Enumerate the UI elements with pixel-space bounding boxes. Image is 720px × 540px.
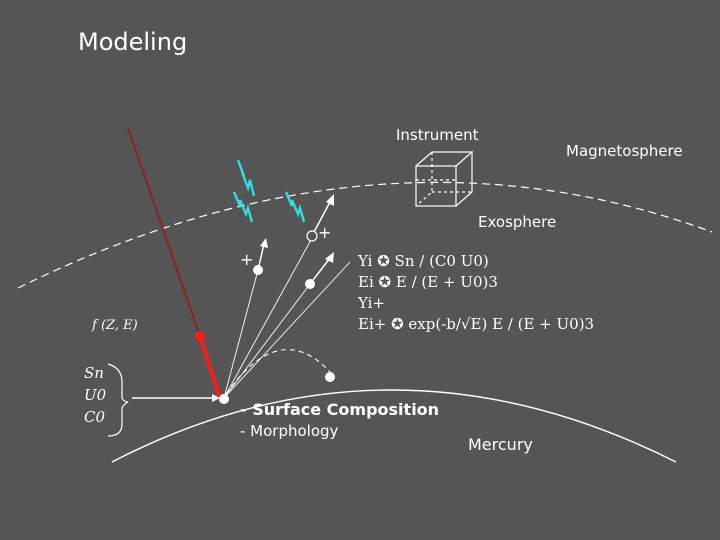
exosphere-label: Exosphere (478, 213, 557, 231)
surface-composition-label: - Surface Composition (240, 400, 440, 419)
instrument-label: Instrument (396, 126, 479, 144)
magnetosphere-label: Magnetosphere (566, 142, 683, 160)
mercury-label: Mercury (468, 435, 533, 454)
ion-arrow-head (260, 238, 268, 248)
ion-arrow (313, 201, 331, 233)
param-u0: U0 (84, 386, 107, 404)
magnetosphere-boundary (17, 181, 713, 289)
ballistic-arc (225, 349, 331, 395)
impactor-arrow (198, 335, 222, 399)
param-c0: C0 (84, 408, 106, 426)
ion-arrow (257, 243, 265, 271)
equation-ion-yield: Yi+ (358, 294, 386, 312)
ion-particle-icon (306, 230, 318, 242)
impact-atom (219, 394, 229, 404)
flux-label: f (Z, E) (92, 318, 138, 333)
impactor-dot (195, 331, 205, 341)
equation-energy: Ei ✪ E / (E + U0)3 (358, 273, 498, 291)
plus-left-label: + (240, 250, 254, 269)
plus-top-label: + (318, 223, 332, 242)
equation-yield: Yi ✪ Sn / (C0 U0) (358, 252, 489, 270)
trajectory-4 (223, 261, 351, 399)
mercury-surface (111, 389, 677, 463)
trajectory-1 (223, 269, 259, 399)
surface-morphology-label: - Morphology (240, 422, 339, 440)
equation-ion-energy: Ei+ ✪ exp(-b/√E) E / (E + U0)3 (358, 315, 595, 333)
bracket-icon (107, 363, 129, 437)
ion-arrow-head (326, 194, 334, 206)
param-sn: Sn (84, 364, 104, 382)
neutral-arrow-head (325, 252, 334, 263)
instrument-box-icon (415, 151, 474, 207)
page-title: Modeling (78, 28, 188, 56)
neutral-arrow (309, 257, 331, 285)
surface-atom (325, 372, 335, 382)
trajectory-2 (223, 237, 313, 399)
trajectory-3 (223, 283, 311, 399)
lightning-icon (232, 159, 306, 223)
flux-arrow-head (212, 394, 220, 402)
